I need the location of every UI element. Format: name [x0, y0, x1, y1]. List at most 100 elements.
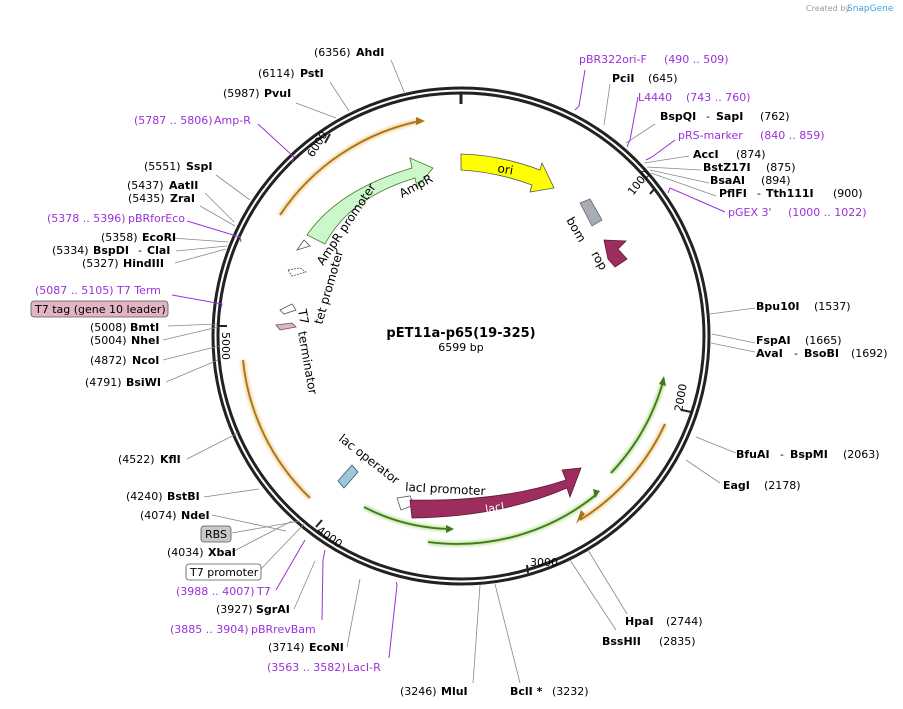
svg-text:XbaI: XbaI — [208, 546, 236, 559]
primer-pbr322ori-f[interactable]: pBR322ori-F (490 .. 509) — [579, 53, 729, 66]
enzyme-pcii[interactable]: PciI (645) — [612, 72, 678, 85]
enzyme-nhei[interactable]: (5004) NheI — [90, 334, 160, 347]
enzyme-bstz17i[interactable]: BstZ17I (875) — [703, 161, 796, 174]
svg-text:LacI-R: LacI-R — [347, 661, 381, 674]
svg-text:(3988 .. 4007): (3988 .. 4007) — [176, 585, 255, 598]
svg-text:Created by: Created by — [806, 4, 850, 13]
enzyme-mlui[interactable]: (3246) MluI — [400, 685, 468, 698]
enzyme-avai-bsobi[interactable]: AvaI - BsoBI (1692) — [756, 347, 888, 360]
enzyme-ecori[interactable]: (5358) EcoRI — [101, 231, 176, 244]
primer-amp-r[interactable]: (5787 .. 5806) Amp-R — [134, 114, 251, 127]
svg-text:(894): (894) — [761, 174, 791, 187]
svg-text:-: - — [138, 244, 142, 257]
primer-pbrforeco[interactable]: (5378 .. 5396) pBRforEco — [47, 212, 185, 225]
primer-lines — [171, 69, 726, 659]
svg-text:FspAI: FspAI — [756, 334, 791, 347]
svg-text:-: - — [706, 110, 710, 123]
svg-text:SspI: SspI — [186, 160, 212, 173]
feature-laci-promoter[interactable]: lacI promoter — [396, 480, 486, 511]
svg-text:BspMI: BspMI — [790, 448, 828, 461]
svg-text:ZraI: ZraI — [170, 192, 195, 205]
enzyme-ndei[interactable]: (4074) NdeI — [140, 509, 210, 522]
svg-text:(875): (875) — [766, 161, 796, 174]
enzyme-bcli[interactable]: BclI * (3232) — [510, 685, 589, 698]
primer-pgex-3[interactable]: pGEX 3' (1000 .. 1022) — [728, 206, 867, 219]
tick-6000: 6000 — [305, 129, 331, 160]
feature-bom[interactable]: bom — [563, 198, 603, 245]
svg-text:EcoNI: EcoNI — [309, 641, 344, 654]
enzyme-sgrai[interactable]: (3927) SgrAI — [216, 603, 290, 616]
svg-text:(490 .. 509): (490 .. 509) — [664, 53, 729, 66]
primer-laci-r[interactable]: (3563 .. 3582) LacI-R — [267, 661, 381, 674]
svg-text:(5004): (5004) — [90, 334, 127, 347]
enzyme-hindiii[interactable]: (5327) HindIII — [82, 257, 164, 270]
svg-text:Tth111I: Tth111I — [766, 187, 814, 200]
feature-ampr[interactable]: AmpR — [306, 157, 435, 245]
svg-text:L4440: L4440 — [638, 91, 672, 104]
svg-text:-: - — [757, 187, 761, 200]
label-t7-promoter[interactable]: T7 promoter — [185, 563, 262, 581]
enzyme-pflfi-tth111i[interactable]: PflFI - Tth111I (900) — [719, 187, 863, 200]
enzyme-psti[interactable]: (6114) PstI — [258, 67, 324, 80]
enzyme-bspdi-clai[interactable]: (5334) BspDI - ClaI — [52, 244, 170, 257]
primer-t7-term[interactable]: (5087 .. 5105) T7 Term — [35, 284, 161, 297]
svg-text:-: - — [794, 347, 798, 360]
svg-text:(743 .. 760): (743 .. 760) — [686, 91, 751, 104]
enzyme-bsaai[interactable]: BsaAI (894) — [710, 174, 791, 187]
svg-text:lacI: lacI — [484, 500, 505, 516]
primer-pbrrevbam[interactable]: (3885 .. 3904) pBRrevBam — [170, 623, 316, 636]
feature-lac-operator[interactable]: lac operator — [336, 431, 402, 489]
svg-text:(5435): (5435) — [128, 192, 165, 205]
enzyme-aatii[interactable]: (5437) AatII — [127, 179, 198, 192]
enzyme-bsiwi[interactable]: (4791) BsiWI — [85, 376, 161, 389]
enzyme-sspi[interactable]: (5551) SspI — [144, 160, 212, 173]
svg-text:-: - — [780, 448, 784, 461]
feature-rop[interactable]: rop — [588, 239, 628, 273]
primer-t7[interactable]: (3988 .. 4007) T7 — [176, 585, 271, 598]
svg-text:(3246): (3246) — [400, 685, 437, 698]
plasmid-length: 6599 bp — [438, 341, 483, 354]
plasmid-name: pET11a-p65(19-325) — [386, 326, 535, 341]
svg-text:T7 promoter: T7 promoter — [189, 566, 259, 579]
enzyme-bsshii[interactable]: BssHII (2835) — [602, 635, 696, 648]
enzyme-bpu10i[interactable]: Bpu10I (1537) — [756, 300, 851, 313]
enzyme-xbai[interactable]: (4034) XbaI — [167, 546, 236, 559]
enzyme-zrai[interactable]: (5435) ZraI — [128, 192, 195, 205]
enzyme-acci[interactable]: AccI (874) — [693, 148, 766, 161]
label-rbs[interactable]: RBS — [200, 525, 232, 543]
svg-text:(2063): (2063) — [843, 448, 880, 461]
svg-text:terminator: terminator — [295, 330, 320, 395]
tick-2000: 2000 — [672, 383, 690, 413]
enzyme-kfli[interactable]: (4522) KflI — [118, 453, 181, 466]
svg-text:PciI: PciI — [612, 72, 634, 85]
primer-prs-marker[interactable]: pRS-marker (840 .. 859) — [678, 129, 825, 142]
enzyme-econi[interactable]: (3714) EcoNI — [268, 641, 344, 654]
svg-text:pGEX 3': pGEX 3' — [728, 206, 772, 219]
svg-text:(3714): (3714) — [268, 641, 305, 654]
svg-text:BsiWI: BsiWI — [126, 376, 161, 389]
enzyme-eagi[interactable]: EagI (2178) — [723, 479, 801, 492]
svg-text:(1665): (1665) — [805, 334, 842, 347]
tick-5000: 5000 — [219, 332, 232, 360]
enzyme-bmti[interactable]: (5008) BmtI — [90, 321, 159, 334]
enzyme-fspai[interactable]: FspAI (1665) — [756, 334, 842, 347]
enzyme-bfuai-bspmi[interactable]: BfuAI - BspMI (2063) — [736, 448, 880, 461]
enzyme-pvui[interactable]: (5987) PvuI — [223, 87, 291, 100]
enzyme-bstbi[interactable]: (4240) BstBI — [126, 490, 200, 503]
svg-text:EcoRI: EcoRI — [142, 231, 176, 244]
feature-laci[interactable]: lacI — [409, 467, 582, 519]
enzyme-bspqi-sapi[interactable]: BspQI - SapI (762) — [660, 110, 790, 123]
feature-ori[interactable]: ori — [460, 153, 555, 193]
primer-l4440[interactable]: L4440 (743 .. 760) — [638, 91, 751, 104]
enzyme-hpai[interactable]: HpaI (2744) — [625, 615, 703, 628]
enzyme-ahdi[interactable]: (6356) AhdI — [314, 46, 384, 59]
position-ticks: 1000 2000 3000 4000 5000 6000 — [218, 129, 692, 574]
label-t7-tag[interactable]: T7 tag (gene 10 leader) — [30, 300, 169, 318]
enzyme-ncoi[interactable]: (4872) NcoI — [90, 354, 159, 367]
svg-text:(4240): (4240) — [126, 490, 163, 503]
svg-text:(2178): (2178) — [764, 479, 801, 492]
svg-text:pRS-marker: pRS-marker — [678, 129, 743, 142]
svg-text:(5378 .. 5396): (5378 .. 5396) — [47, 212, 126, 225]
svg-text:NheI: NheI — [131, 334, 160, 347]
